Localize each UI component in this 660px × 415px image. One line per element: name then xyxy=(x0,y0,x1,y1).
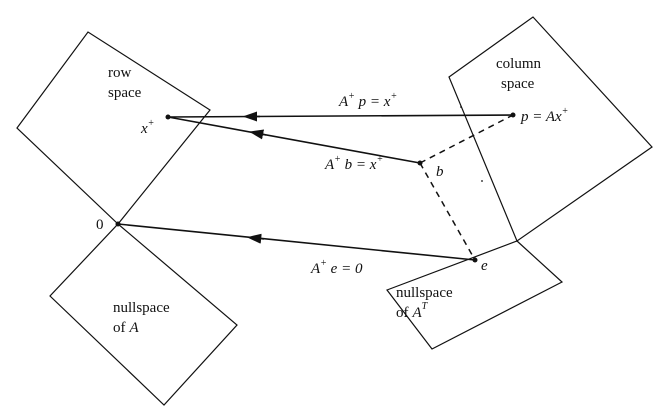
nullspace-a-square xyxy=(49,223,238,406)
point-p xyxy=(510,112,516,118)
column-space-square xyxy=(448,16,653,242)
arrow-line-p-to-xplus xyxy=(167,114,514,118)
arrow-line-e-to-zero xyxy=(117,223,476,261)
scan-speck xyxy=(481,180,483,182)
mapping-label-p-to-xplus: A+ p = x+ xyxy=(338,91,397,110)
point-label-b: b xyxy=(436,164,444,180)
dashed-line-b-to-e xyxy=(419,162,476,261)
mapping-label-b-to-xplus: A+ b = x+ xyxy=(324,154,383,173)
arrow-head-e-to-zero xyxy=(246,233,265,244)
row-space-label: row space xyxy=(108,65,142,101)
point-label-e: e xyxy=(481,258,488,274)
scan-speck xyxy=(460,106,462,108)
dashed-line-b-to-p xyxy=(419,114,514,164)
point-e xyxy=(472,257,478,263)
point-zero xyxy=(115,221,121,227)
point-xplus xyxy=(165,114,171,120)
nullspace-at-square xyxy=(386,240,564,350)
point-label-xplus: x+ xyxy=(140,118,154,137)
column-space-label: column space xyxy=(496,56,545,92)
arrow-line-b-to-xplus xyxy=(167,116,421,164)
point-label-zero: 0 xyxy=(96,217,104,233)
arrow-head-b-to-xplus xyxy=(248,129,267,140)
point-label-p: p = Ax+ xyxy=(520,106,568,125)
point-b xyxy=(417,160,423,166)
mapping-label-e-to-zero: A+ e = 0 xyxy=(310,258,363,277)
row-space-square xyxy=(16,31,211,225)
